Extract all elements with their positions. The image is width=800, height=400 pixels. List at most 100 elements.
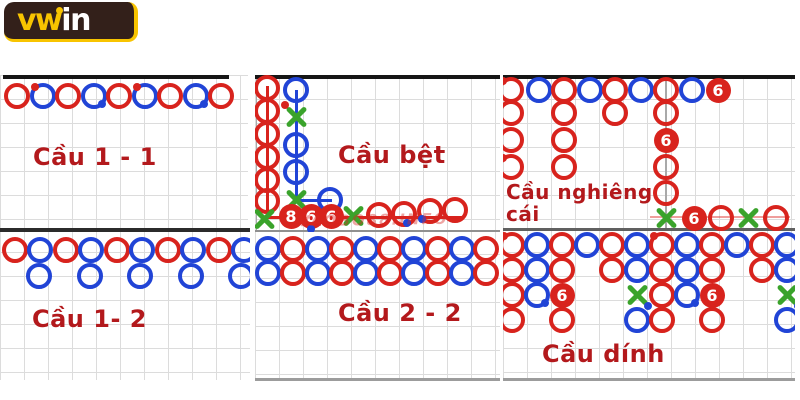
pair-dot [503, 232, 508, 240]
panel-top-border [503, 75, 795, 79]
panel-label-cau-1-1: Cầu 1 - 1 [33, 143, 157, 171]
banker-circle-mark [417, 198, 443, 224]
pair-dot [794, 302, 795, 310]
player-circle-mark [624, 257, 650, 283]
player-circle-mark [628, 77, 654, 103]
player-circle-mark [129, 237, 155, 263]
player-circle-mark [283, 77, 309, 103]
banker-circle-mark [280, 260, 306, 286]
banker-circle-mark [366, 202, 392, 228]
banker-circle-mark [708, 205, 734, 231]
player-circle-mark [27, 237, 53, 263]
banker-circle-mark [549, 257, 575, 283]
banker-circle-mark [699, 307, 725, 333]
player-circle-mark [283, 132, 309, 158]
player-circle-mark [624, 232, 650, 258]
panel-label-cau-1-2: Cầu 1- 2 [32, 305, 147, 333]
panel-cau-2-2 [255, 230, 500, 381]
panel-label-cau-2-2: Cầu 2 - 2 [338, 299, 462, 327]
player-circle-mark [255, 236, 281, 262]
player-circle-mark [180, 237, 206, 263]
player-circle-mark [283, 159, 309, 185]
banker-circle-mark [649, 257, 675, 283]
player-circle-mark [624, 307, 650, 333]
banker-circle-mark [377, 236, 403, 262]
banker-circle-mark [329, 236, 355, 262]
banker-circle-mark [503, 127, 524, 153]
panel-top-border [0, 228, 250, 232]
player-circle-mark [26, 263, 52, 289]
player-circle-mark [577, 77, 603, 103]
player-circle-mark [305, 236, 331, 262]
banker-circle-mark [763, 205, 789, 231]
pair-dot [503, 77, 507, 85]
player-circle-mark [183, 83, 209, 109]
pair-dot [306, 224, 315, 232]
player-circle-mark [401, 236, 427, 262]
player-circle-mark [774, 307, 795, 333]
player-circle-mark [353, 236, 379, 262]
player-circle-mark [774, 257, 795, 283]
banker-circle-mark [503, 77, 524, 103]
panel-label-cau-dinh: Cầu dính [542, 340, 665, 368]
number-badge-mark: 6 [699, 282, 725, 308]
panel-top-border [255, 75, 500, 79]
panel-label-cau-nghieng-cai: Cầu nghiêng cái [506, 180, 653, 227]
banker-circle-mark [473, 260, 499, 286]
tie-x-mark [255, 207, 276, 231]
panel-top-border [255, 230, 500, 232]
banker-circle-mark [2, 237, 28, 263]
player-circle-mark [178, 263, 204, 289]
banker-circle-mark [599, 232, 625, 258]
pair-dot [281, 101, 289, 109]
banker-circle-mark [4, 83, 30, 109]
player-circle-mark [78, 237, 104, 263]
banker-circle-mark [280, 236, 306, 262]
player-circle-mark [674, 282, 700, 308]
banker-circle-mark [749, 257, 775, 283]
player-circle-mark [524, 257, 550, 283]
banker-circle-mark [391, 201, 417, 227]
player-circle-mark [228, 263, 250, 289]
banker-circle-mark [473, 236, 499, 262]
banker-circle-mark [53, 237, 79, 263]
banker-circle-mark [329, 260, 355, 286]
player-circle-mark [724, 232, 750, 258]
player-circle-mark [526, 77, 552, 103]
tie-x-mark [625, 283, 652, 310]
connector-line [296, 198, 332, 202]
player-circle-mark [231, 237, 250, 263]
banker-circle-mark [649, 282, 675, 308]
tie-x-mark [281, 101, 308, 129]
player-circle-mark [524, 232, 550, 258]
connector-line [262, 215, 462, 219]
logo-text-yellow: vw [17, 2, 63, 38]
logo-i-dot [56, 7, 63, 14]
player-circle-mark [774, 232, 795, 258]
tie-x-mark [736, 206, 760, 230]
banker-circle-mark [699, 232, 725, 258]
banker-circle-mark [649, 307, 675, 333]
banker-circle-mark [425, 260, 451, 286]
banker-circle-mark [503, 257, 525, 283]
player-circle-mark [401, 260, 427, 286]
player-circle-mark [30, 83, 56, 109]
tie-x-mark [775, 283, 795, 310]
panel-label-cau-bet: Cầu bệt [338, 141, 446, 169]
pair-dot [200, 100, 208, 108]
number-badge-mark: 6 [681, 205, 707, 231]
banker-circle-mark [549, 307, 575, 333]
player-circle-mark [679, 77, 705, 103]
banker-circle-mark [653, 100, 679, 126]
banker-circle-mark [208, 83, 234, 109]
number-badge-mark: 6 [549, 282, 575, 308]
pair-dot [98, 100, 106, 108]
player-circle-mark [132, 83, 158, 109]
banker-circle-mark [551, 100, 577, 126]
player-circle-mark [524, 282, 550, 308]
number-badge-mark: 6 [705, 77, 731, 103]
banker-circle-mark [157, 83, 183, 109]
